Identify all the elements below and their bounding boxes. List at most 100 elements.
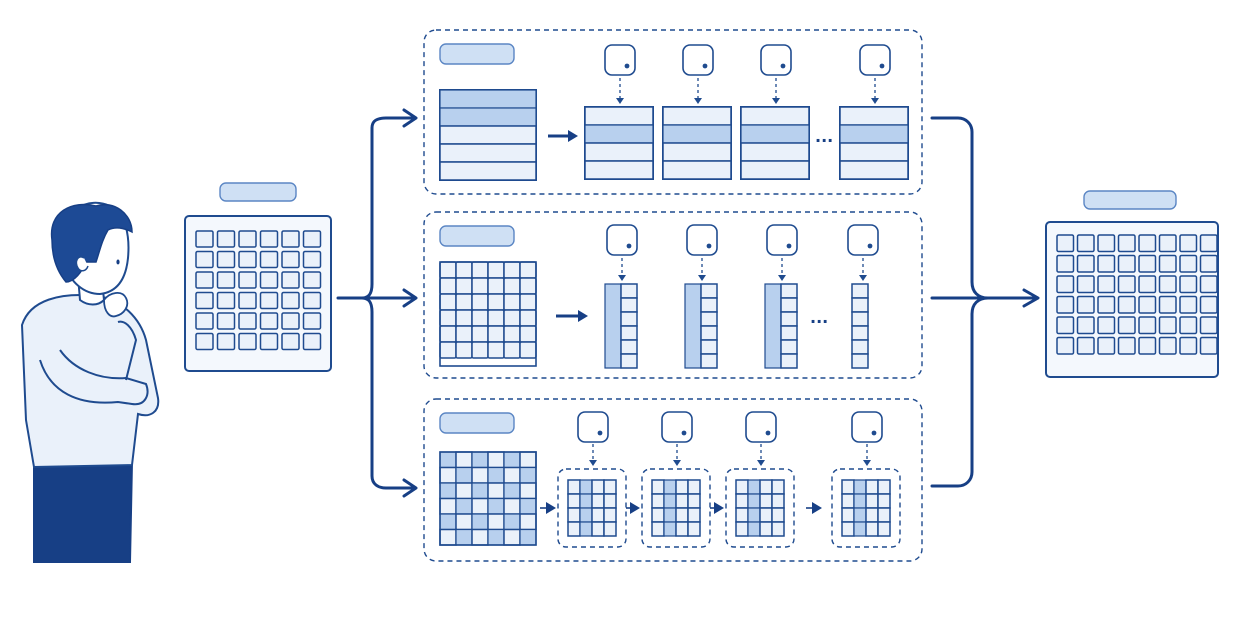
input-matrix-cell	[259, 230, 279, 248]
tile-cell	[865, 507, 879, 523]
output-matrix-cell	[1138, 234, 1157, 253]
input-matrix-cell	[238, 250, 257, 269]
column-source-cell	[471, 341, 489, 359]
tile-source-cell	[471, 482, 489, 500]
input-matrix-cell	[302, 312, 322, 330]
tile-source-cell	[519, 528, 537, 546]
column-source-cell	[487, 341, 505, 359]
flow-arrowhead	[714, 502, 724, 514]
input-matrix-cell	[259, 271, 279, 289]
column-source-cell	[487, 325, 505, 343]
input-matrix-cell	[195, 230, 214, 248]
tile-cell	[865, 521, 879, 537]
input-matrix-cell	[302, 250, 322, 269]
output-matrix-cell	[1056, 254, 1075, 273]
output-matrix-cell	[1199, 316, 1218, 335]
tile-source-cell	[503, 497, 521, 515]
column-cell	[620, 283, 638, 299]
flow-arrowhead	[630, 502, 640, 514]
tile-source-cell	[503, 528, 521, 546]
input-matrix-cell	[302, 230, 322, 248]
output-matrix-cell	[1179, 336, 1198, 355]
person-thinking-icon	[20, 201, 160, 563]
tile-partition-frame	[557, 468, 627, 548]
input-caption	[219, 182, 297, 202]
input-matrix-cell	[302, 271, 322, 289]
tile-source-cell	[487, 466, 505, 484]
tile-source-cell	[519, 451, 537, 469]
input-matrix-cell	[195, 291, 214, 310]
row-strip	[439, 161, 537, 181]
column-source-cell	[471, 277, 489, 295]
merge-arrow-bottom	[930, 296, 990, 488]
tile-source-cell	[487, 513, 505, 531]
output-matrix-cell	[1138, 336, 1157, 355]
tile-cell	[663, 493, 677, 509]
column-cell	[851, 353, 869, 369]
tile-cell	[759, 521, 773, 537]
dispatch-arrowhead	[589, 460, 597, 466]
column-source-cell	[503, 309, 521, 327]
tile-cell	[591, 479, 605, 495]
tile-cell	[567, 493, 581, 509]
tile-source-cell	[455, 528, 473, 546]
column-highlight	[684, 283, 702, 369]
tile-cell	[651, 507, 665, 523]
output-matrix-cell	[1097, 316, 1116, 335]
input-matrix-cell	[238, 312, 257, 330]
tile-source-cell	[455, 482, 473, 500]
tile-source-cell	[519, 513, 537, 531]
output-matrix-cell	[1158, 234, 1177, 253]
tile-cell	[735, 493, 749, 509]
tile-source-cell	[487, 528, 505, 546]
tile-cell	[567, 521, 581, 537]
tile-cell	[877, 479, 891, 495]
input-matrix-cell	[302, 291, 322, 310]
column-cell	[780, 325, 798, 341]
worker-node-dot	[765, 430, 771, 436]
tile-cell	[759, 479, 773, 495]
input-matrix-cell	[216, 332, 236, 351]
dispatch-arrowhead	[698, 275, 706, 281]
output-matrix-cell	[1199, 275, 1218, 294]
output-matrix-cell	[1117, 234, 1136, 253]
worker-node-icon	[604, 44, 636, 76]
column-cell	[620, 325, 638, 341]
tile-cell	[841, 479, 855, 495]
tile-cell	[651, 521, 665, 537]
worker-node-icon	[577, 411, 609, 443]
output-matrix	[1056, 234, 1218, 355]
output-matrix-cell	[1117, 316, 1136, 335]
dispatch-arrowhead	[863, 460, 871, 466]
output-matrix-cell	[1158, 295, 1177, 314]
tile-cell	[759, 507, 773, 523]
tile-source-cell	[503, 466, 521, 484]
column-cell	[851, 297, 869, 313]
column-source-cell	[439, 325, 457, 343]
output-matrix-cell	[1117, 295, 1136, 314]
branch-top-content	[439, 44, 909, 181]
column-source-cell	[519, 309, 537, 327]
tile-cell	[687, 521, 701, 537]
output-matrix-cell	[1138, 295, 1157, 314]
column-source-cell	[439, 277, 457, 295]
branch-bottom-content	[439, 411, 901, 548]
row-partition-strip	[662, 106, 732, 126]
output-matrix-cell	[1179, 316, 1198, 335]
worker-node-dot	[871, 430, 877, 436]
column-cell	[700, 339, 718, 355]
output-matrix-cell	[1138, 254, 1157, 273]
output-matrix-cell	[1179, 254, 1198, 273]
output-matrix-cell	[1076, 234, 1095, 253]
branch-middle-content	[439, 224, 879, 369]
tile-cell	[853, 493, 867, 509]
output-matrix-cell	[1117, 254, 1136, 273]
output-matrix-cell	[1179, 275, 1198, 294]
column-cell	[851, 325, 869, 341]
column-cell	[620, 339, 638, 355]
output-matrix-cell	[1097, 234, 1116, 253]
tile-cell	[603, 479, 617, 495]
tile-source-cell	[519, 497, 537, 515]
dispatch-arrowhead	[616, 98, 624, 104]
tile-cell	[853, 521, 867, 537]
